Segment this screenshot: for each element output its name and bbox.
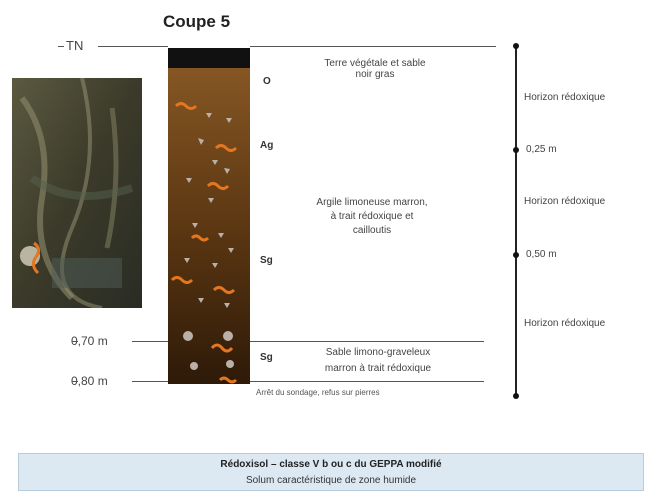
depth-line-070-right <box>250 341 484 342</box>
classification-subtitle: Solum caractéristique de zone humide <box>245 475 417 486</box>
axis-dot-050 <box>513 252 519 258</box>
tn-tick <box>58 46 64 47</box>
topsoil-desc-line-1: Terre végétale et sable <box>324 58 426 69</box>
tn-line-right <box>250 46 496 47</box>
topsoil-desc-line-2: noir gras <box>355 69 395 80</box>
soil-photo-image <box>12 78 142 308</box>
horizon-code-o: O <box>263 76 271 87</box>
depth-line-080-right <box>250 381 484 382</box>
soil-photo <box>12 78 142 308</box>
horizon-code-sg-2: Sg <box>260 352 273 363</box>
clay-desc-line-1: Argile limoneuse marron, <box>316 197 428 208</box>
right-depth-axis <box>515 46 517 398</box>
depth-label-080: 0,80 m <box>71 374 108 388</box>
tn-line-left <box>98 46 168 47</box>
axis-top-dot <box>513 43 519 49</box>
page-title: Coupe 5 <box>163 12 231 31</box>
soil-column-graphic <box>168 48 250 384</box>
redox-marks <box>170 102 238 384</box>
clay-desc-line-3: cailloutis <box>352 225 392 236</box>
clay-desc-line-2: à trait rédoxique et <box>330 211 414 222</box>
sand-desc-line-2: marron à trait rédoxique <box>324 363 432 374</box>
depth-label-070: 0,70 m <box>71 334 108 348</box>
axis-dot-025 <box>513 147 519 153</box>
ground-level-label: TN <box>66 38 84 53</box>
pebbles <box>183 113 234 370</box>
layer-description-sand: Sable limono-graveleux marron à trait ré… <box>296 345 460 377</box>
depth-tick-080 <box>72 381 78 382</box>
axis-bottom-dot <box>513 393 519 399</box>
sand-desc-line-1: Sable limono-graveleux <box>325 347 431 358</box>
axis-marker-025: 0,25 m <box>526 144 557 155</box>
horizon-code-sg-1: Sg <box>260 255 273 266</box>
horizon-label-2: Horizon rédoxique <box>524 196 606 207</box>
depth-line-070-left <box>132 341 168 342</box>
horizon-label-1: Horizon rédoxique <box>524 92 606 103</box>
classification-title: Rédoxisol – classe V b ou c du GEPPA mod… <box>220 459 442 470</box>
horizon-code-ag: Ag <box>260 140 274 151</box>
horizon-label-3: Horizon rédoxique <box>524 318 606 329</box>
depth-line-080-left <box>132 381 168 382</box>
classification-box: Rédoxisol – classe V b ou c du GEPPA mod… <box>18 453 644 491</box>
soil-column <box>168 48 250 384</box>
topsoil-layer <box>168 48 250 68</box>
soil-body <box>168 48 250 384</box>
layer-description-clay: Argile limoneuse marron, à trait rédoxiq… <box>290 196 454 238</box>
stop-note: Arrêt du sondage, refus sur pierres <box>256 388 380 397</box>
depth-tick-070 <box>72 341 78 342</box>
layer-description-topsoil: Terre végétale et sable noir gras <box>308 58 442 80</box>
axis-marker-050: 0,50 m <box>526 249 557 260</box>
